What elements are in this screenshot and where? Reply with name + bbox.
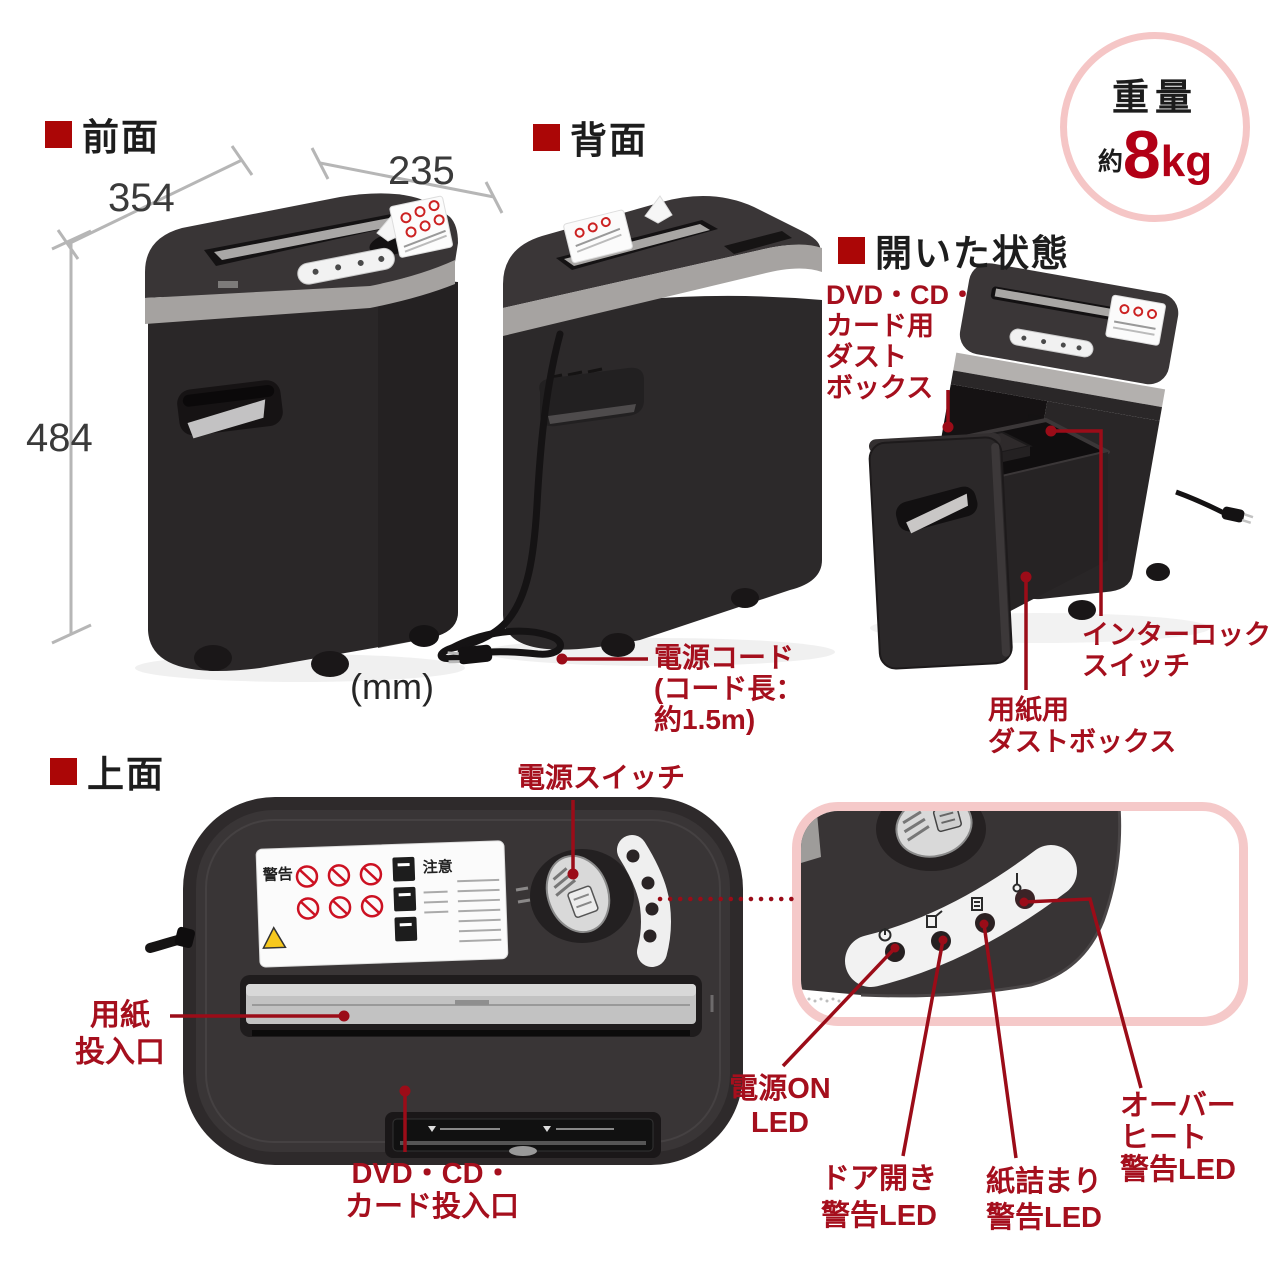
warning-triangle-icon <box>262 926 287 949</box>
interlock-switch-label: インターロック スイッチ <box>1082 620 1271 681</box>
front-heading-label: 前面 <box>82 117 160 158</box>
section-heading-top: 上面 <box>50 744 165 798</box>
dvd-cd-slot <box>385 1112 661 1158</box>
power-cord-coil <box>437 627 564 663</box>
door-open-icon <box>926 915 937 928</box>
dvd-slot-label: DVD・CD・ カード投入口 <box>344 1158 519 1223</box>
back-cd-slot <box>724 231 792 254</box>
dimension-unit: (mm) <box>350 666 434 707</box>
back-body <box>503 295 822 650</box>
section-heading-front: 前面 <box>45 107 160 161</box>
dimension-lines <box>51 145 504 645</box>
open-warning-sticker <box>1105 294 1166 346</box>
control-panel-zoom <box>792 802 1248 1026</box>
open-power-cord <box>1175 489 1226 516</box>
closeup-power-switch <box>895 811 973 858</box>
paper-slot-label: 用紙 投入口 <box>75 999 165 1069</box>
heading-square-icon <box>533 123 560 151</box>
dimension-depth: 354 <box>108 176 175 220</box>
door-open-led-label: ドア開き 警告LED <box>820 1163 937 1232</box>
back-band <box>503 244 822 336</box>
brand-mark <box>218 281 238 288</box>
front-body-side <box>378 282 458 648</box>
back-warning-sticker <box>563 209 633 264</box>
top-heading-label: 上面 <box>87 754 165 795</box>
overheat-led-label: オーバー ヒート 警告LED <box>1120 1090 1237 1186</box>
top-view-shredder: 警告 注意 <box>145 797 743 1165</box>
power-on-led-label: 電源ON LED <box>729 1073 831 1139</box>
power-switch <box>545 854 611 934</box>
back-heading-label: 背面 <box>570 120 648 161</box>
section-heading-back: 背面 <box>533 110 648 164</box>
jam-warning-led <box>975 913 995 933</box>
back-handle-highlight <box>548 404 636 424</box>
door-led <box>645 902 659 916</box>
prohibition-icons <box>295 863 384 920</box>
power-cord-label: 電源コード (コード長： 約1.5m) <box>654 642 804 735</box>
capacity-icons <box>392 856 418 942</box>
control-panel-closeup <box>801 811 1122 1003</box>
overheat-warning-led <box>1015 889 1035 909</box>
top-warning-sticker: 警告 注意 <box>255 840 509 968</box>
drawer-door <box>868 433 1013 670</box>
paper-jam-led-label: 紙詰まり 警告LED <box>985 1166 1102 1234</box>
closeup-led-icons <box>878 873 1022 942</box>
front-top-slot-insert <box>214 212 430 260</box>
sticker-warning-text: 警告 <box>262 865 294 884</box>
paper-jam-icon <box>971 897 983 911</box>
section-heading-open: 開いた状態 <box>838 223 1070 277</box>
dvd-dust-box-label: DVD・CD・ カード用 ダスト ボックス <box>826 280 977 403</box>
power-switch-label: 電源スイッチ <box>517 762 686 793</box>
sticker-caution-text: 注意 <box>422 857 453 876</box>
power-plug <box>447 644 493 665</box>
closeup-specks <box>807 997 841 1003</box>
back-head <box>503 196 821 308</box>
back-view-shredder <box>437 195 835 666</box>
caster <box>409 625 439 647</box>
open-band <box>953 352 1166 408</box>
paper-dust-box-label: 用紙用 ダストボックス <box>988 695 1177 757</box>
overheat-led <box>626 849 640 863</box>
door-warning-led <box>931 931 951 951</box>
weight-unit: kg <box>1160 137 1213 187</box>
dimension-width: 235 <box>388 149 455 193</box>
open-heading-label: 開いた状態 <box>875 233 1070 274</box>
heading-square-icon <box>838 236 865 264</box>
led-lights <box>626 849 659 943</box>
caster <box>311 651 349 677</box>
front-control-panel <box>297 247 395 285</box>
drawer-handle <box>895 486 978 534</box>
front-view-shredder <box>135 193 465 682</box>
weight-approx: 約 <box>1097 148 1123 177</box>
jam-led <box>641 876 655 890</box>
open-power-plug <box>1221 506 1254 525</box>
front-band <box>145 260 455 324</box>
weight-badge: 重量 約 8 kg <box>1060 32 1250 222</box>
caster <box>1146 563 1170 581</box>
open-control-panel <box>1009 328 1094 358</box>
caster <box>194 645 232 671</box>
front-handle <box>177 380 283 439</box>
caster <box>601 633 635 657</box>
weight-value: 8 <box>1122 116 1161 193</box>
heading-square-icon <box>45 120 72 148</box>
heading-square-icon <box>50 757 77 785</box>
dimension-height: 484 <box>26 416 93 460</box>
weight-title: 重量 <box>1112 76 1198 118</box>
sticker-fine-print <box>423 878 502 943</box>
back-paper-tuft <box>644 195 673 224</box>
caster <box>731 588 759 608</box>
caster <box>1068 600 1096 620</box>
paper-slot-opening <box>252 1030 690 1036</box>
front-warning-sticker <box>389 195 453 258</box>
power-led <box>643 929 657 943</box>
power-on-led <box>885 942 905 962</box>
